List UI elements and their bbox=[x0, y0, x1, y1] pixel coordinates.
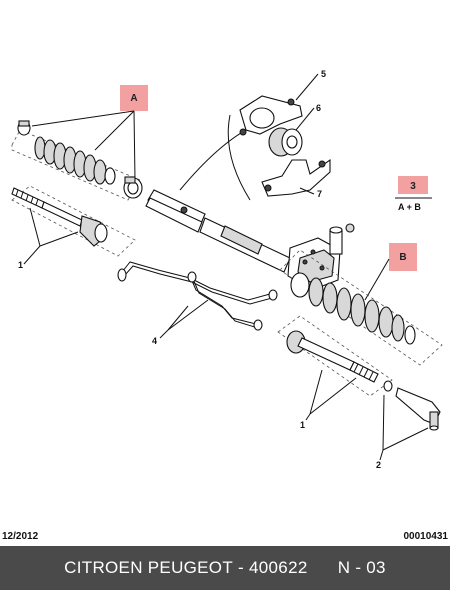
callout-b-label: B bbox=[399, 252, 406, 263]
footer-doc-number: 00010431 bbox=[403, 531, 449, 542]
rack-housing bbox=[145, 189, 355, 291]
rubber-bush bbox=[268, 127, 303, 157]
part-number-7: 7 bbox=[317, 189, 322, 199]
callout-a: A bbox=[31, 85, 148, 181]
hydraulic-pipes: 4 bbox=[117, 261, 278, 346]
callout-b: B bbox=[364, 243, 417, 301]
part-number-6: 6 bbox=[316, 103, 321, 113]
title-separator: - bbox=[233, 558, 250, 577]
catalog-part-number: 400622 bbox=[249, 558, 308, 577]
bottom-title-bar: CITROEN PEUGEOT - 400622 N - 03 bbox=[0, 546, 450, 590]
left-boot-group bbox=[11, 120, 143, 201]
callout-a-plus-b: A + B bbox=[398, 202, 421, 212]
part-number-4: 4 bbox=[152, 336, 157, 346]
right-boot-group bbox=[279, 249, 443, 366]
left-bellows bbox=[34, 136, 116, 185]
callout-3-label: 3 bbox=[410, 181, 416, 192]
steering-rack-exploded-diagram: A bbox=[11, 69, 443, 470]
mount-parts: 5 6 7 bbox=[239, 69, 331, 199]
part-number-2: 2 bbox=[376, 460, 381, 470]
right-bellows bbox=[290, 272, 416, 345]
mount-clamp-upper bbox=[239, 95, 303, 136]
catalog-section: N - 03 bbox=[337, 558, 386, 577]
tie-rod-end: 2 bbox=[376, 380, 441, 470]
mount-bracket-lower bbox=[261, 158, 331, 197]
callout-3: 3 A + B bbox=[395, 176, 432, 212]
part-number-1-right: 1 bbox=[300, 420, 305, 430]
part-number-5: 5 bbox=[321, 69, 326, 79]
left-clamp bbox=[123, 176, 143, 199]
brand-name: CITROEN PEUGEOT bbox=[64, 558, 234, 577]
part-number-1-left: 1 bbox=[18, 260, 23, 270]
left-clip bbox=[17, 120, 31, 136]
left-tie-rod: 1 bbox=[11, 185, 136, 270]
footer-date: 12/2012 bbox=[2, 531, 39, 542]
right-tie-rod: 1 bbox=[277, 315, 393, 430]
callout-a-label: A bbox=[130, 93, 137, 104]
